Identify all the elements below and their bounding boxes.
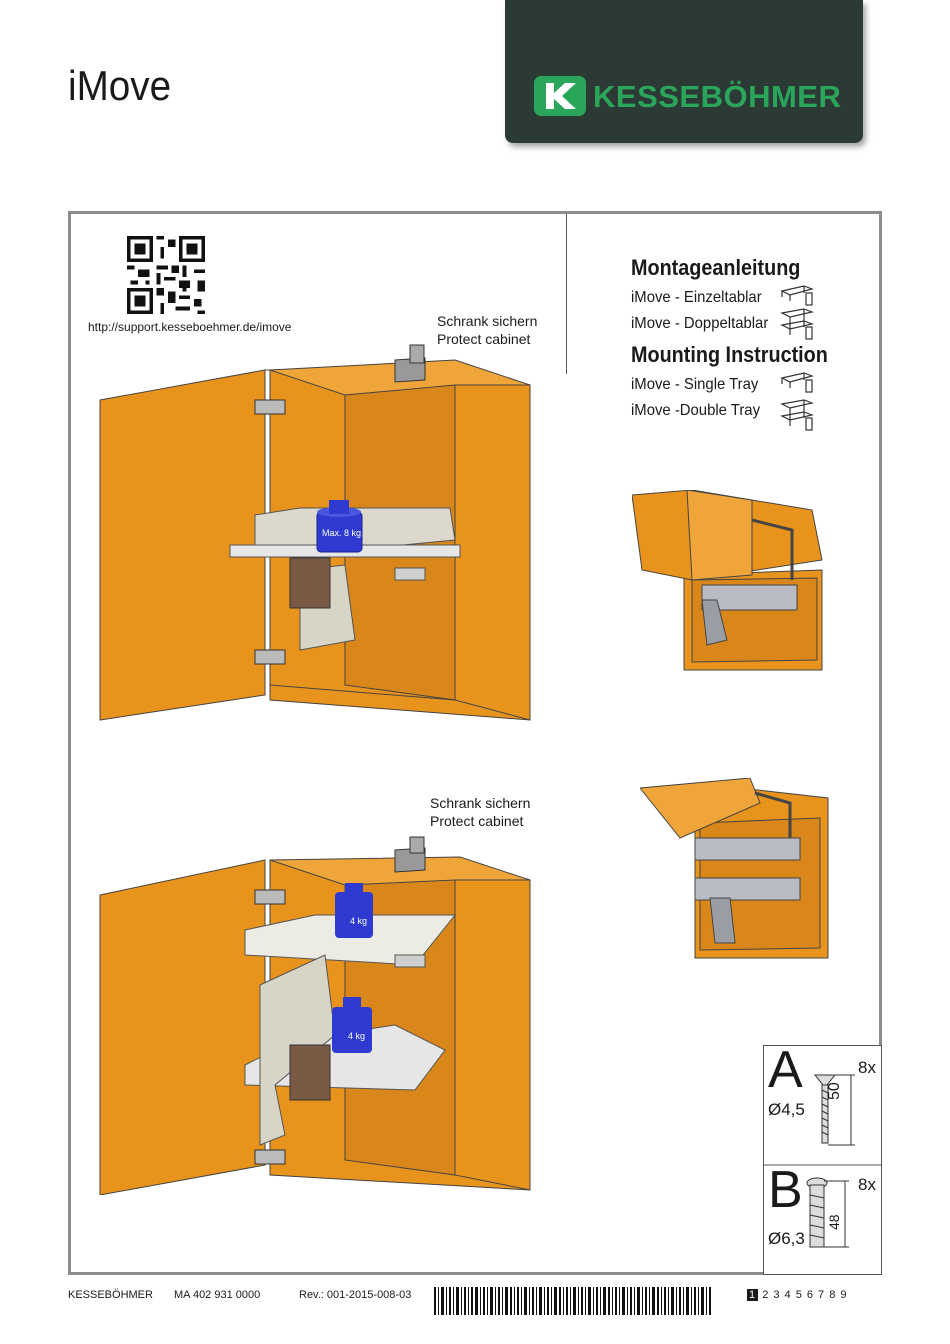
part-b-length: 48 <box>826 1214 842 1230</box>
item-de-double-tray: iMove - Doppeltablar <box>631 315 769 332</box>
header-divider <box>566 214 567 374</box>
heading-mounting-en: Mounting Instruction <box>631 342 828 367</box>
single-tray-icon <box>780 285 814 306</box>
item-en-double-tray: iMove -Double Tray <box>631 402 761 419</box>
page-current[interactable]: 1 <box>747 1289 759 1301</box>
part-a-quantity: 8x <box>858 1058 876 1077</box>
brand-logo-panel: KESSEBÖHMER <box>505 0 863 143</box>
part-a-length: 50 <box>826 1082 843 1100</box>
protect-cabinet-label-en: Protect cabinet <box>430 813 524 829</box>
double-tray-icon <box>780 399 814 431</box>
heading-mounting-de: Montageanleitung <box>631 255 801 280</box>
qr-code-icon <box>127 236 205 314</box>
barcode-icon <box>434 1287 711 1315</box>
screw-a-icon <box>813 1074 855 1146</box>
footer-revision: Rev.: 001-2015-008-03 <box>299 1289 412 1301</box>
protect-cabinet-label-de: Schrank sichern <box>437 313 538 329</box>
page-indicator: 1 2 3 4 5 6 7 8 9 <box>747 1289 848 1301</box>
brand-logo-icon <box>534 76 586 116</box>
weight-label-upper: 4 kg <box>350 916 368 926</box>
page-title: iMove <box>68 62 172 109</box>
weight-label-lower: 4 kg <box>348 1031 366 1041</box>
single-tray-cabinet-illustration <box>99 344 531 721</box>
page-others[interactable]: 2 3 4 5 6 7 8 9 <box>762 1289 848 1301</box>
single-tray-icon <box>780 372 814 393</box>
screw-b-icon <box>806 1177 849 1248</box>
weight-label-max: Max. 8 kg <box>322 528 362 538</box>
protect-cabinet-label-de: Schrank sichern <box>430 795 531 811</box>
support-url[interactable]: http://support.kesseboehmer.de/imove <box>88 320 292 334</box>
double-tray-lift-illustration <box>640 778 829 959</box>
brand-name: KESSEBÖHMER <box>593 79 842 114</box>
footer-doc-number: MA 402 931 0000 <box>174 1289 261 1301</box>
part-a-diameter: Ø4,5 <box>768 1100 805 1119</box>
double-tray-icon <box>780 308 814 340</box>
part-a-letter: A <box>768 1041 803 1099</box>
item-de-single-tray: iMove - Einzeltablar <box>631 289 762 306</box>
part-b-letter: B <box>768 1161 803 1219</box>
footer-brand: KESSEBÖHMER <box>68 1289 153 1301</box>
protect-cabinet-label-en: Protect cabinet <box>437 331 531 347</box>
parts-list <box>763 1045 882 1275</box>
double-tray-cabinet-illustration <box>99 836 531 1195</box>
part-b-quantity: 8x <box>858 1175 876 1194</box>
single-tray-lift-illustration <box>632 490 823 671</box>
item-en-single-tray: iMove - Single Tray <box>631 376 759 393</box>
content-frame <box>68 211 882 1275</box>
part-b-diameter: Ø6,3 <box>768 1229 805 1248</box>
